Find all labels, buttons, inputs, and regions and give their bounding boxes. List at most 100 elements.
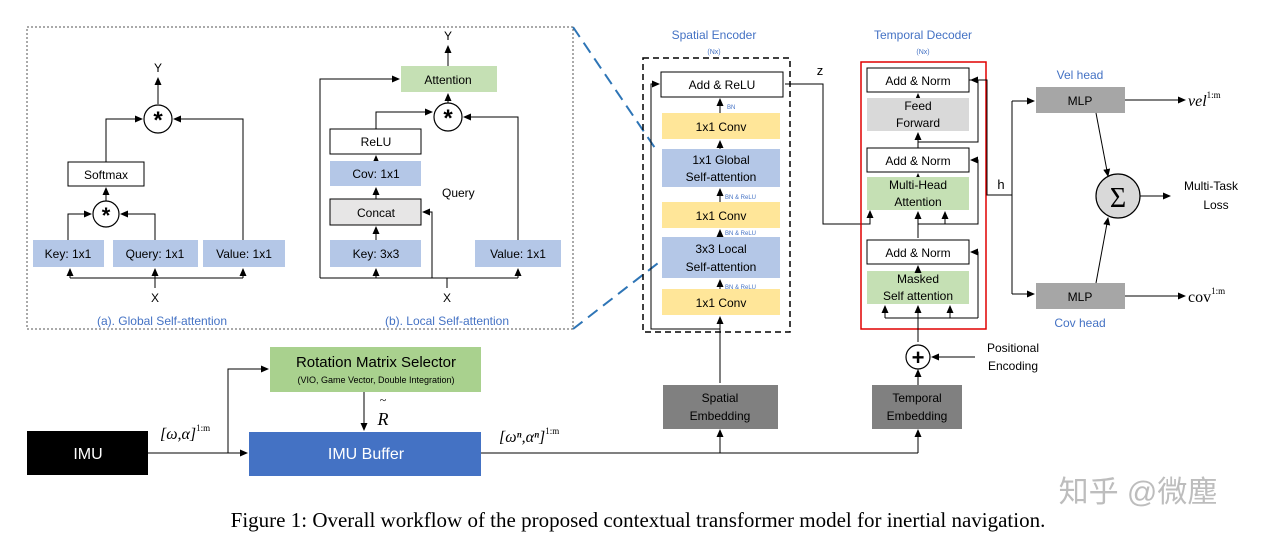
mha-line1: Multi-Head xyxy=(889,178,947,192)
relu-label: ReLU xyxy=(361,135,392,149)
pos-enc-line1: Positional xyxy=(987,341,1039,355)
global-sa-line1: 1x1 Global xyxy=(692,153,749,167)
loss-line1: Multi-Task xyxy=(1184,179,1239,193)
mha-line2: Attention xyxy=(894,195,941,209)
global-sa-line2: Self-attention xyxy=(686,170,757,184)
add-node xyxy=(905,344,931,370)
global-y-label: Y xyxy=(154,61,162,75)
temporal-decoder-title: Temporal Decoder xyxy=(874,28,972,42)
svg-text:*: * xyxy=(443,105,453,132)
loss-line2: Loss xyxy=(1203,198,1228,212)
conv-mid-label: 1x1 Conv xyxy=(696,209,747,223)
conv-top-box xyxy=(662,113,780,139)
local-key-box xyxy=(330,240,421,267)
normalized-input-label: [ωⁿ,αⁿ]1:m xyxy=(499,426,559,446)
z-label: z xyxy=(817,63,824,78)
concat-label: Concat xyxy=(357,206,396,220)
cov-head-label: Cov head xyxy=(1054,316,1105,330)
value-label: Value: 1x1 xyxy=(216,247,272,261)
local-self-attention-block: Y Attention * ReLU Cov: 1x1 Concat Query… xyxy=(319,29,561,328)
temporal-emb-line2: Embedding xyxy=(887,409,948,423)
vel-output: vel1:m xyxy=(1188,90,1221,110)
global-x-label: X xyxy=(151,291,159,305)
z-connector xyxy=(785,83,874,225)
figure-caption: Figure 1: Overall workflow of the propos… xyxy=(231,508,1046,532)
add-norm-2-box xyxy=(866,147,970,173)
svg-text:+: + xyxy=(912,345,925,370)
rotation-title: Rotation Matrix Selector xyxy=(296,354,456,371)
imu-box xyxy=(27,431,148,475)
global-self-attention-block: Y * Softmax * Key: 1x1 Query: 1x1 Value:… xyxy=(33,61,285,328)
imu-buffer-box xyxy=(249,432,481,476)
key-label: Key: 1x1 xyxy=(45,247,92,261)
vel-head-label: Vel head xyxy=(1057,68,1104,82)
cov-box xyxy=(330,161,421,186)
local-y-label: Y xyxy=(444,29,452,43)
temporal-decoder: Temporal Decoder (Nx) Add & Norm Feed Fo… xyxy=(860,28,987,342)
bn-relu-3: BN & ReLU xyxy=(725,285,756,291)
bn-relu-2: BN & ReLU xyxy=(725,231,756,237)
add-norm-1-label: Add & Norm xyxy=(885,74,950,88)
add-relu-label: Add & ReLU xyxy=(689,78,756,92)
temporal-embedding-box xyxy=(872,385,962,429)
cov-output: cov1:m xyxy=(1188,286,1225,306)
masked-sa-box xyxy=(867,271,969,304)
input-label: [ω,α]1:m xyxy=(160,423,210,443)
local-sa-box xyxy=(662,237,780,278)
cov-mlp-label: MLP xyxy=(1068,290,1093,304)
temporal-decoder-nx: (Nx) xyxy=(916,49,929,56)
add-relu-box xyxy=(660,71,784,98)
conv-mid-box xyxy=(662,202,780,228)
bn-relu-1: BN & ReLU xyxy=(725,195,756,201)
add-norm-3-box xyxy=(866,239,970,265)
query-label: Query: 1x1 xyxy=(126,247,185,261)
local-caption: (b). Local Self-attention xyxy=(385,314,509,328)
softmax-box xyxy=(67,161,145,187)
add-norm-1-box xyxy=(866,67,970,93)
r-tilde: R xyxy=(377,409,389,429)
local-multiply-node xyxy=(433,102,463,132)
rotation-selector-box xyxy=(270,347,481,392)
attention-label: Attention xyxy=(424,73,471,87)
callout-line-bottom xyxy=(572,259,663,330)
h-label: h xyxy=(997,177,1004,192)
local-x-label: X xyxy=(443,291,451,305)
concat-box xyxy=(329,198,422,226)
conv-bot-box xyxy=(662,289,780,315)
local-sa-line2: Self-attention xyxy=(686,260,757,274)
query-text: Query xyxy=(442,186,475,200)
ff-line1: Feed xyxy=(904,99,931,113)
zoom-panel xyxy=(26,26,574,330)
value-box xyxy=(203,240,285,267)
query-box xyxy=(113,240,198,267)
vel-mlp-box xyxy=(1036,87,1125,113)
rotation-sub: (VIO, Game Vector, Double Integration) xyxy=(297,375,454,385)
msa-line1: Masked xyxy=(897,272,939,286)
multiply-node xyxy=(143,104,173,134)
spatial-encoder: Spatial Encoder (Nx) Add & ReLU BN 1x1 C… xyxy=(642,28,824,383)
msa-line2: Self attention xyxy=(883,289,953,303)
temporal-decoder-frame xyxy=(860,61,987,330)
callout-line-top xyxy=(572,26,656,149)
multiply-node-inner xyxy=(92,200,120,228)
add-norm-2-label: Add & Norm xyxy=(885,154,950,168)
spatial-encoder-nx: (Nx) xyxy=(707,49,720,56)
conv-bot-label: 1x1 Conv xyxy=(696,296,747,310)
relu-box xyxy=(329,128,422,155)
sigma-symbol: Σ xyxy=(1110,183,1126,214)
multiply-symbol: * xyxy=(153,107,163,134)
input-pipeline: IMU [ω,α]1:m Rotation Matrix Selector (V… xyxy=(27,341,1039,476)
key-box xyxy=(33,240,104,267)
add-norm-3-label: Add & Norm xyxy=(885,246,950,260)
local-value-box xyxy=(475,240,561,267)
tilde-mark: ~ xyxy=(380,393,387,407)
spatial-emb-line1: Spatial xyxy=(702,391,739,405)
bn-label: BN xyxy=(727,105,735,111)
feed-forward-box xyxy=(867,98,969,131)
global-sa-box xyxy=(662,149,780,187)
cov-mlp-box xyxy=(1036,283,1125,309)
mha-box xyxy=(867,177,969,210)
spatial-embedding-box xyxy=(663,385,778,429)
output-heads: Vel head MLP vel1:m MLP cov1:m Cov head … xyxy=(1036,68,1239,330)
